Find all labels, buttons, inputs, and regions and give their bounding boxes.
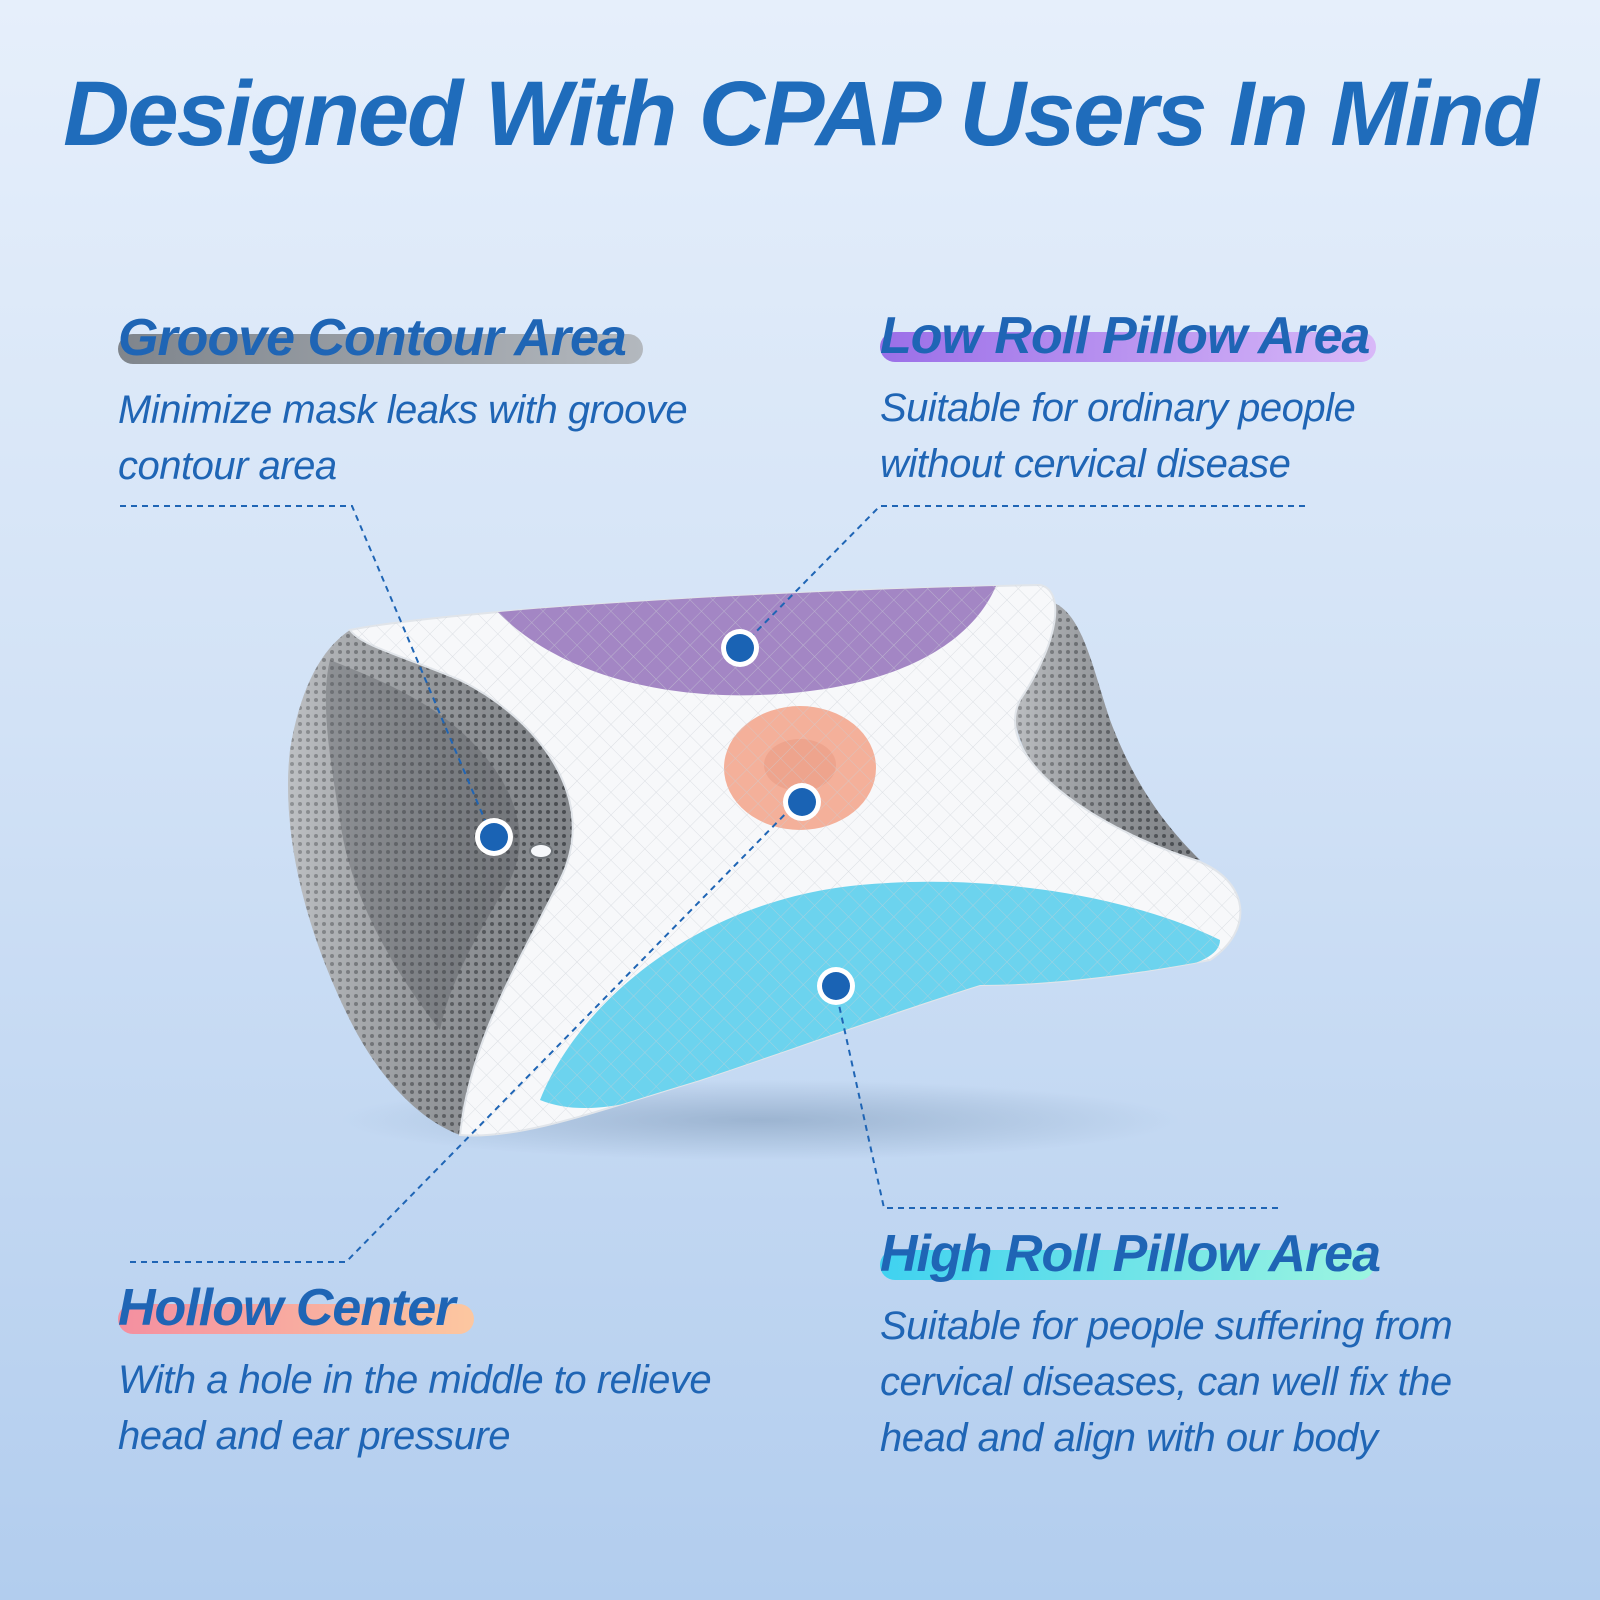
desc-hollow: With a hole in the middle to relieve hea… bbox=[118, 1352, 712, 1464]
desc-groove: Minimize mask leaks with groove contour … bbox=[118, 382, 688, 494]
heading-high-roll: High Roll Pillow Area bbox=[880, 1224, 1381, 1284]
heading-groove: Groove Contour Area bbox=[118, 308, 643, 368]
callout-high-roll: High Roll Pillow Area Suitable for peopl… bbox=[880, 1224, 1453, 1466]
desc-groove-line1: Minimize mask leaks with groove bbox=[118, 388, 688, 432]
leader-lines bbox=[120, 505, 1305, 1263]
desc-low-roll: Suitable for ordinary people without cer… bbox=[880, 380, 1369, 492]
heading-hollow-text: Hollow Center bbox=[118, 1279, 456, 1337]
desc-high-roll-line3: head and align with our body bbox=[880, 1416, 1378, 1460]
heading-groove-text: Groove Contour Area bbox=[118, 309, 627, 367]
page-title: Designed With CPAP Users In Mind bbox=[63, 63, 1539, 165]
desc-high-roll-line1: Suitable for people suffering from bbox=[880, 1304, 1453, 1348]
desc-low-roll-line2: without cervical disease bbox=[880, 442, 1291, 486]
heading-low-roll: Low Roll Pillow Area bbox=[880, 306, 1376, 366]
markers bbox=[475, 629, 855, 1005]
callout-low-roll: Low Roll Pillow Area Suitable for ordina… bbox=[880, 306, 1376, 492]
ear-hole bbox=[529, 843, 553, 859]
callout-hollow: Hollow Center With a hole in the middle … bbox=[118, 1278, 712, 1464]
desc-high-roll-line2: cervical diseases, can well fix the bbox=[880, 1360, 1452, 1404]
desc-high-roll: Suitable for people suffering from cervi… bbox=[880, 1298, 1453, 1466]
heading-hollow: Hollow Center bbox=[118, 1278, 474, 1338]
desc-groove-line2: contour area bbox=[118, 444, 337, 488]
groove-contour-shading bbox=[325, 660, 520, 1030]
desc-low-roll-line1: Suitable for ordinary people bbox=[880, 386, 1356, 430]
desc-hollow-line1: With a hole in the middle to relieve bbox=[118, 1358, 712, 1402]
callout-groove: Groove Contour Area Minimize mask leaks … bbox=[118, 308, 688, 494]
desc-hollow-line2: head and ear pressure bbox=[118, 1414, 511, 1458]
heading-high-roll-text: High Roll Pillow Area bbox=[880, 1225, 1381, 1283]
heading-low-roll-text: Low Roll Pillow Area bbox=[880, 307, 1370, 365]
